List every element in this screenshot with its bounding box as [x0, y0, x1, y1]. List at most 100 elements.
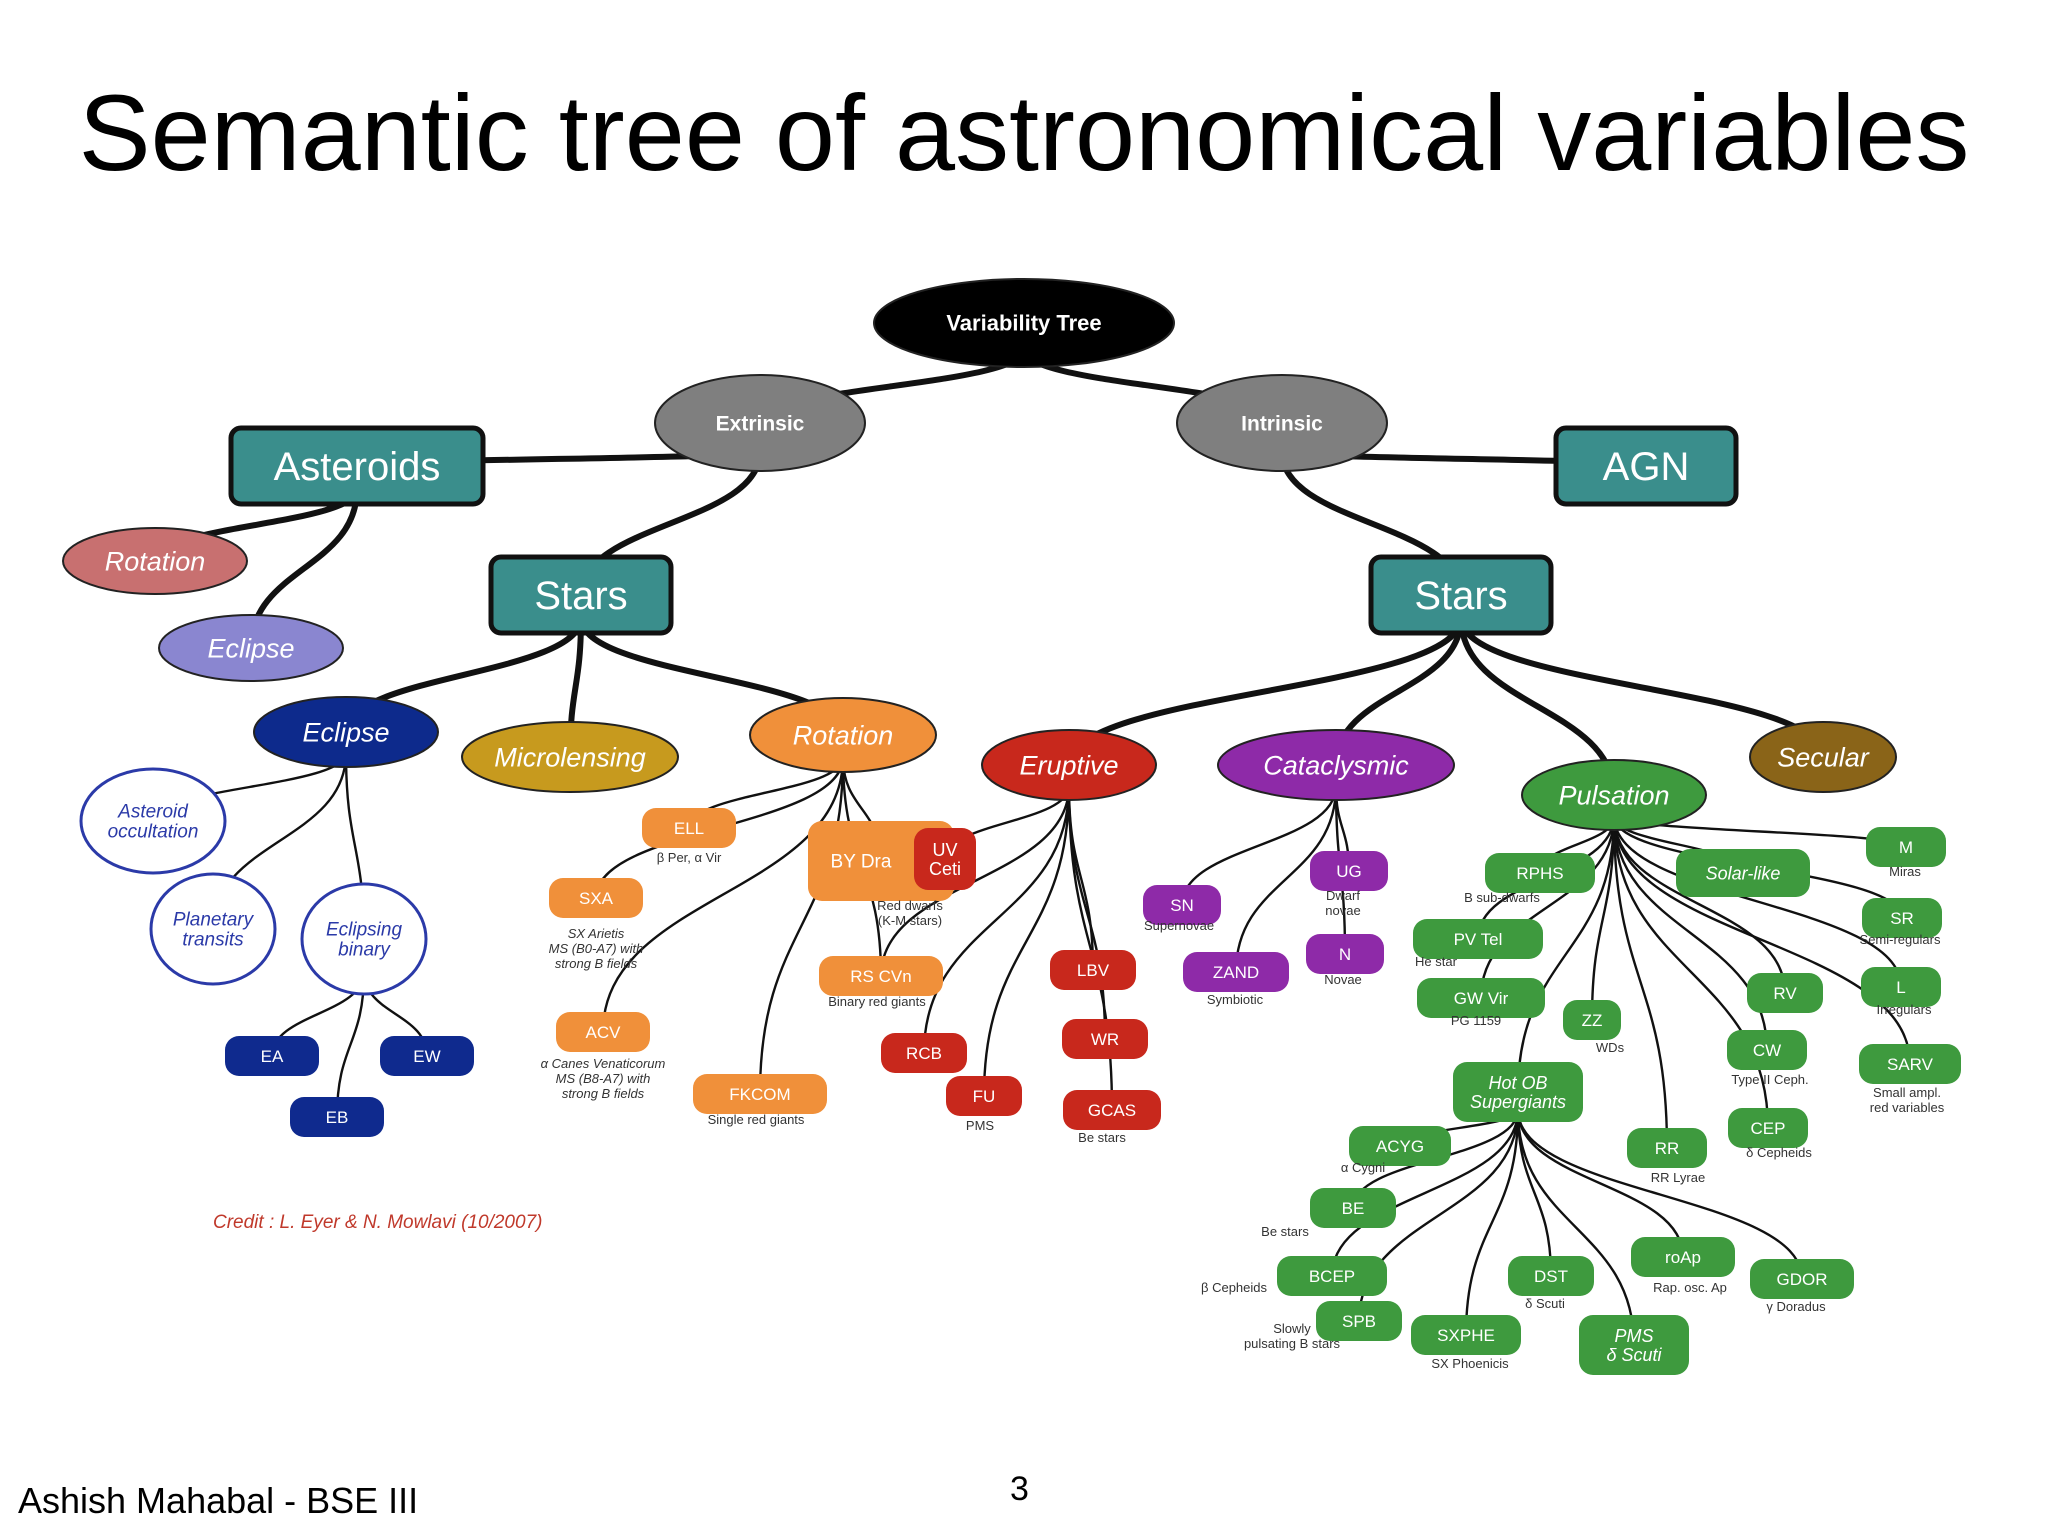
note-pvtel: He star — [1415, 954, 1458, 969]
node-rr-shape — [1627, 1128, 1707, 1168]
node-eb-shape — [290, 1097, 384, 1137]
node-microlensing-label: Microlensing — [494, 742, 646, 772]
node-asteroids-shape — [228, 425, 486, 507]
edge-hotob-bcep — [1330, 1109, 1520, 1277]
node-rotation-shape — [749, 697, 937, 773]
node-extrinsic: Extrinsic — [654, 374, 866, 472]
edge-pulsation-rv — [1612, 815, 1787, 994]
node-ast_eclipse-shape — [158, 614, 344, 682]
node-gdor: GDOR — [1750, 1259, 1854, 1299]
node-bcep: BCEP — [1277, 1256, 1387, 1296]
node-cataclysmic: Cataclysmic — [1217, 729, 1455, 801]
node-n: N — [1306, 934, 1384, 974]
node-agn: AGN — [1553, 425, 1739, 507]
node-n-label: N — [1339, 945, 1351, 964]
node-bcep-label: BCEP — [1309, 1267, 1355, 1286]
node-eclipse-label: Eclipse — [302, 717, 389, 747]
node-rotation-label: Rotation — [793, 720, 894, 750]
node-m-label: M — [1899, 838, 1913, 857]
node-fkcom-label: FKCOM — [729, 1085, 790, 1104]
note-sr: Semi-regulars — [1860, 932, 1941, 947]
node-rphs-label: RPHS — [1516, 864, 1563, 883]
node-ug: UG — [1310, 851, 1388, 891]
node-bydra-label: BY Dra — [831, 852, 892, 873]
note-acyg: α Cygni — [1341, 1160, 1385, 1175]
node-pvtel-shape — [1413, 919, 1543, 959]
node-rscvn-label: RS CVn — [850, 967, 911, 986]
node-acyg-shape — [1349, 1126, 1451, 1166]
edge-hotob-gdor — [1516, 1109, 1804, 1280]
edge-hotob-sxphe — [1464, 1109, 1520, 1336]
edge-eruptive-rcb — [922, 785, 1071, 1054]
node-pulsation-label: Pulsation — [1558, 780, 1669, 810]
node-zz-shape — [1563, 1000, 1621, 1040]
node-extrinsic-label: Extrinsic — [716, 412, 805, 435]
edge-pulsation-rr — [1612, 815, 1669, 1149]
edge-eruptive-wr — [1067, 785, 1107, 1040]
node-solar: Solar-like — [1676, 849, 1810, 897]
node-l-shape — [1861, 967, 1941, 1007]
node-rv-label: RV — [1773, 984, 1797, 1003]
node-eclipse-shape — [253, 696, 439, 768]
node-cep-label: CEP — [1751, 1119, 1786, 1138]
node-sarv: SARV — [1859, 1044, 1961, 1084]
node-sarv-shape — [1859, 1044, 1961, 1084]
node-microlensing-shape — [461, 721, 679, 793]
node-rr-label: RR — [1655, 1139, 1680, 1158]
node-extrinsic-shape — [654, 374, 866, 472]
node-wr: WR — [1062, 1019, 1148, 1059]
node-l-label: L — [1896, 978, 1905, 997]
node-sxphe: SXPHE — [1411, 1315, 1521, 1355]
node-eclipsing-shape — [300, 882, 428, 996]
node-wr-shape — [1062, 1019, 1148, 1059]
edge-eruptive-fu — [982, 785, 1071, 1097]
node-zand: ZAND — [1183, 952, 1289, 992]
node-ug-label: UG — [1336, 862, 1362, 881]
node-rphs-shape — [1485, 853, 1595, 893]
note-ell: β Per, α Vir — [657, 850, 722, 865]
node-stars_int-label: Stars — [1414, 574, 1507, 618]
node-l: L — [1861, 967, 1941, 1007]
node-dst-label: DST — [1534, 1267, 1568, 1286]
node-root-shape — [873, 278, 1175, 368]
node-spb-label: SPB — [1342, 1312, 1376, 1331]
node-stars_int: Stars — [1368, 554, 1554, 636]
edge-rotation-acv — [601, 757, 845, 1033]
node-ast_rotation-label: Rotation — [105, 546, 206, 576]
note-gcas: Be stars — [1078, 1130, 1126, 1145]
node-intrinsic: Intrinsic — [1176, 374, 1388, 472]
credit-text: Credit : L. Eyer & N. Mowlavi (10/2007) — [213, 1212, 542, 1233]
node-intrinsic-label: Intrinsic — [1241, 412, 1323, 435]
node-ast_eclipse: Eclipse — [158, 614, 344, 682]
node-rr: RR — [1627, 1128, 1707, 1168]
edge-pulsation-hotob — [1516, 815, 1616, 1093]
node-m-shape — [1866, 827, 1946, 867]
edge-cataclysmic-zand — [1234, 785, 1338, 973]
node-pvtel: PV Tel — [1413, 919, 1543, 959]
node-eruptive: Eruptive — [981, 729, 1157, 801]
node-zand-shape — [1183, 952, 1289, 992]
node-bcep-shape — [1277, 1256, 1387, 1296]
node-gwvir: GW Vir — [1417, 978, 1545, 1018]
node-acv: ACV — [556, 1012, 650, 1052]
node-fu-label: FU — [973, 1087, 996, 1106]
node-ew-label: EW — [413, 1047, 440, 1066]
note-rr: RR Lyrae — [1651, 1170, 1705, 1185]
node-cw-shape — [1727, 1030, 1807, 1070]
node-rotation: Rotation — [749, 697, 937, 773]
node-solar-label: Solar-like — [1706, 863, 1781, 883]
node-stars_ext: Stars — [488, 554, 674, 636]
node-secular-shape — [1749, 721, 1897, 793]
note-fu: PMS — [966, 1118, 995, 1133]
node-sr-label: SR — [1890, 909, 1914, 928]
node-m: M — [1866, 827, 1946, 867]
node-gwvir-shape — [1417, 978, 1545, 1018]
